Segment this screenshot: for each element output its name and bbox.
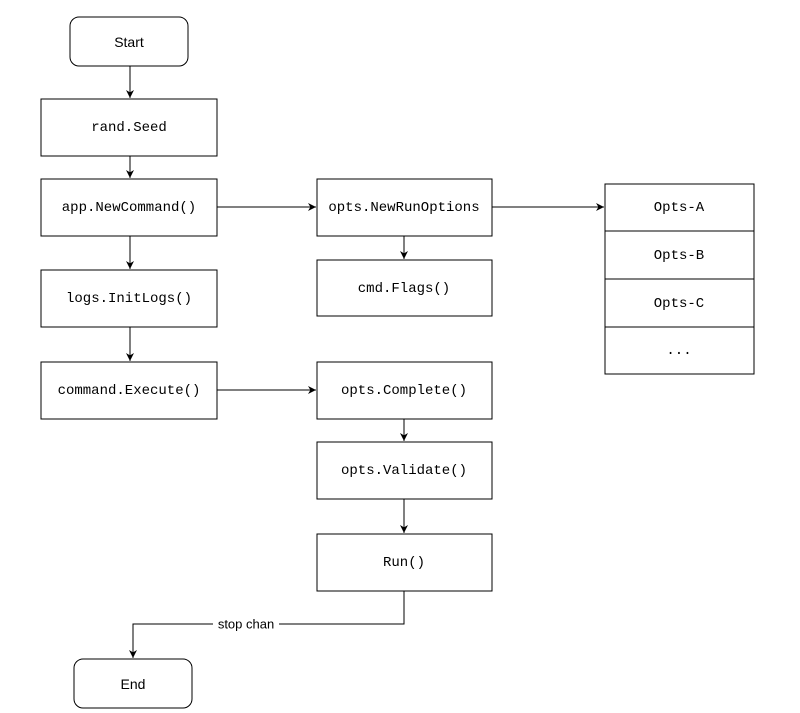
options-list-item: Opts-C bbox=[604, 278, 755, 328]
edges: stop chan bbox=[126, 66, 604, 658]
node-cmd-flags-label: cmd.Flags() bbox=[358, 281, 450, 297]
edge-label-stop-chan-bg bbox=[213, 616, 279, 632]
node-start: Start bbox=[69, 16, 189, 67]
node-app-new-command-label: app.NewCommand() bbox=[62, 200, 196, 216]
node-logs-init-logs: logs.InitLogs() bbox=[40, 269, 218, 328]
options-list-item-label: ... bbox=[666, 343, 691, 359]
node-opts-new-run-options: opts.NewRunOptions bbox=[316, 178, 493, 237]
node-run-label: Run() bbox=[383, 555, 425, 571]
options-list-item-label: Opts-A bbox=[654, 200, 705, 216]
node-opts-complete: opts.Complete() bbox=[316, 361, 493, 420]
node-end: End bbox=[73, 658, 193, 709]
options-list-item: Opts-A bbox=[604, 183, 755, 232]
node-opts-validate-label: opts.Validate() bbox=[341, 463, 467, 479]
node-command-execute: command.Execute() bbox=[40, 361, 218, 420]
node-end-label: End bbox=[121, 676, 146, 692]
node-rand-seed: rand.Seed bbox=[40, 98, 218, 157]
node-app-new-command: app.NewCommand() bbox=[40, 178, 218, 237]
nodes: Start rand.Seed app.NewCommand() logs.In… bbox=[40, 16, 755, 709]
node-opts-complete-label: opts.Complete() bbox=[341, 383, 467, 399]
node-logs-init-logs-label: logs.InitLogs() bbox=[66, 291, 192, 307]
node-start-label: Start bbox=[114, 34, 144, 50]
options-list: Opts-A Opts-B Opts-C ... bbox=[604, 183, 755, 375]
node-rand-seed-label: rand.Seed bbox=[91, 120, 167, 136]
options-list-item-label: Opts-B bbox=[654, 248, 704, 264]
options-list-item: ... bbox=[604, 326, 755, 375]
options-list-item: Opts-B bbox=[604, 230, 755, 280]
node-cmd-flags: cmd.Flags() bbox=[316, 259, 493, 317]
node-command-execute-label: command.Execute() bbox=[58, 383, 201, 399]
node-opts-validate: opts.Validate() bbox=[316, 441, 493, 500]
node-opts-new-run-options-label: opts.NewRunOptions bbox=[328, 200, 479, 216]
edge-label-stop-chan: stop chan bbox=[218, 617, 274, 632]
node-run: Run() bbox=[316, 533, 493, 592]
options-list-item-label: Opts-C bbox=[654, 296, 704, 312]
